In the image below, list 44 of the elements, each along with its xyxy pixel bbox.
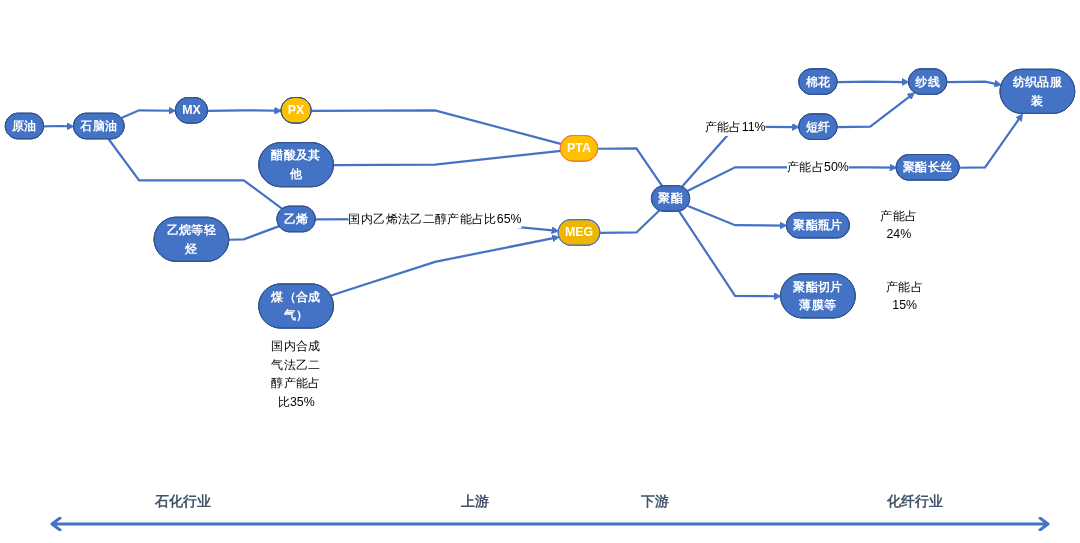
process-node: 短纤 <box>798 113 838 140</box>
axis-label: 下游 <box>641 493 669 511</box>
process-node: 聚酯切片薄膜等 <box>780 273 856 319</box>
process-node: 醋酸及其他 <box>258 142 334 188</box>
node-caption: 产能占24% <box>880 208 918 242</box>
node-caption: 产能占15% <box>886 279 924 312</box>
process-node: 石脑油 <box>73 112 125 140</box>
process-node: PTA <box>559 135 599 162</box>
arrow <box>947 79 1002 88</box>
process-node: 乙烯 <box>276 205 316 233</box>
connector <box>311 109 562 146</box>
process-node: PX <box>280 97 312 124</box>
connector <box>598 147 664 187</box>
arrow <box>837 92 915 129</box>
axis-label: 化纤行业 <box>887 493 943 511</box>
arrow <box>687 204 788 230</box>
process-node: 煤（合成气） <box>258 283 334 329</box>
arrow <box>678 210 782 301</box>
axis-label: 上游 <box>461 493 489 511</box>
connector <box>229 225 280 241</box>
arrow <box>207 106 282 115</box>
process-node: MX <box>175 97 208 124</box>
edge-label: 产能占50% <box>786 159 849 174</box>
process-node: 聚酯长丝 <box>895 154 960 181</box>
process-node: 原油 <box>4 112 44 140</box>
process-node: 棉花 <box>798 68 838 95</box>
connector <box>600 209 661 234</box>
connector <box>107 138 284 211</box>
arrow <box>120 106 177 119</box>
arrow <box>959 113 1023 169</box>
arrow <box>330 234 560 297</box>
axis-label: 石化行业 <box>155 493 211 511</box>
process-node: 聚酯 <box>651 185 691 212</box>
edge-label: 产能占11% <box>704 119 766 134</box>
edge-label: 国内乙烯法乙二醇产能占比65% <box>348 211 522 226</box>
connector <box>333 149 562 167</box>
arrow <box>837 78 910 86</box>
arrow <box>43 122 75 131</box>
process-node: 纺织品服装 <box>999 68 1076 114</box>
process-node: 聚酯瓶片 <box>786 211 850 239</box>
process-node: MEG <box>557 219 601 246</box>
process-node: 纱线 <box>908 68 948 95</box>
node-caption: 国内合成气法乙二醇产能占比35% <box>271 338 321 409</box>
process-node: 乙烷等轻烃 <box>153 216 230 262</box>
